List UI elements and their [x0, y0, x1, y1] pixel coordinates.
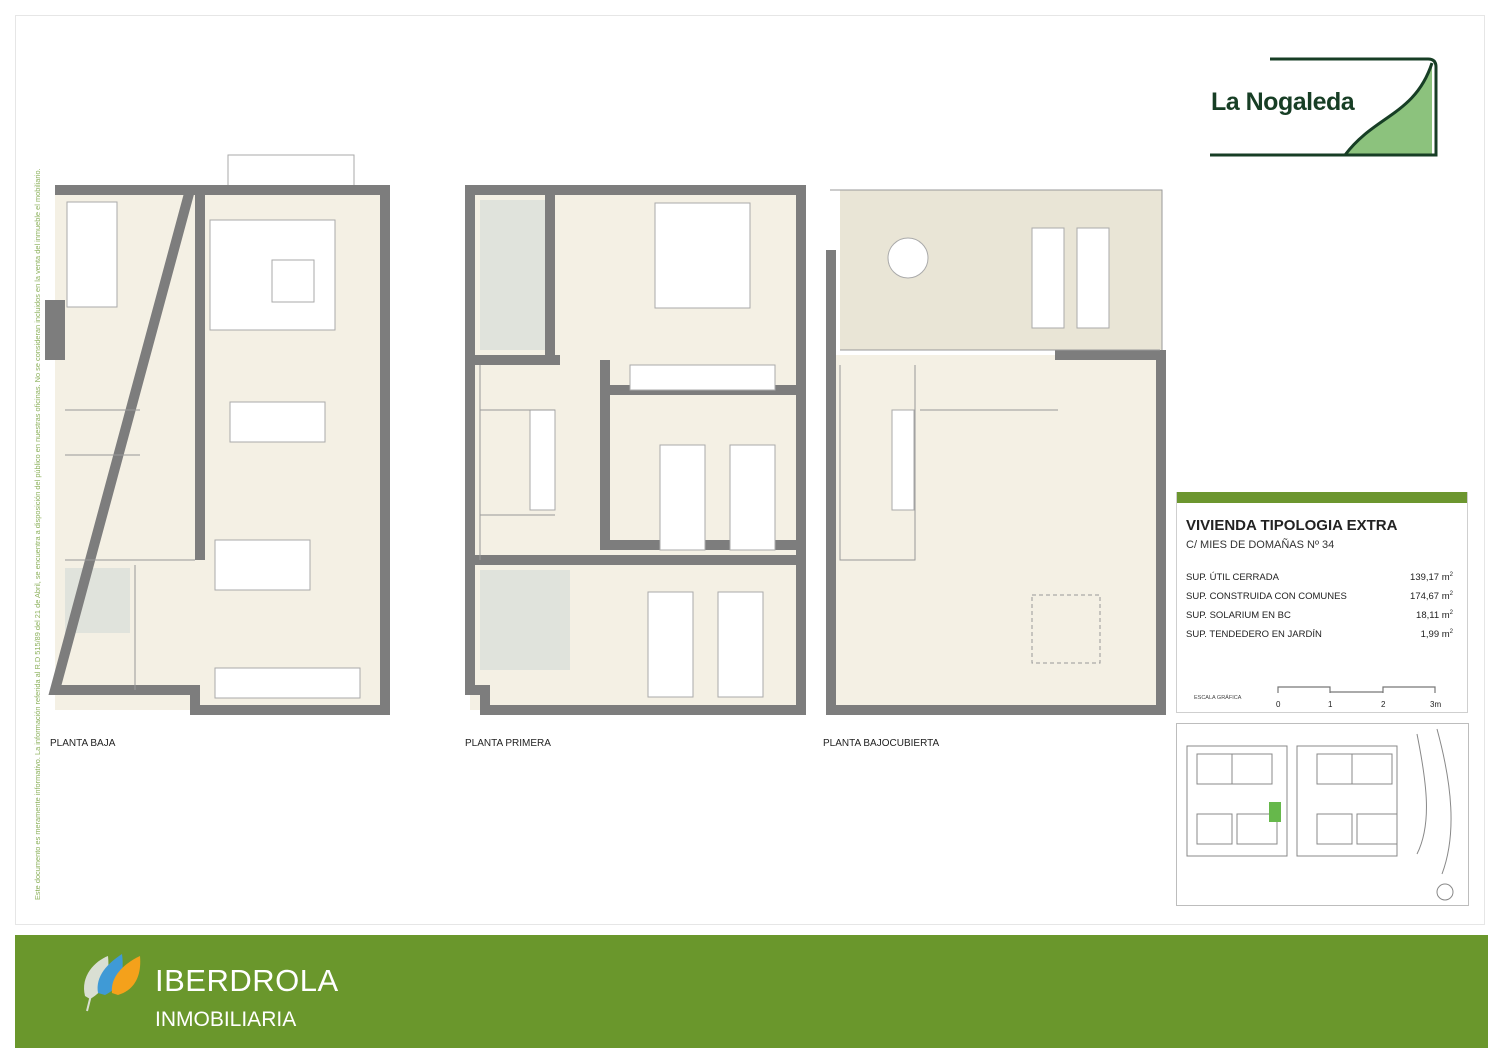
- area-label: SUP. ÚTIL CERRADA: [1186, 572, 1279, 583]
- plan-label-planta-primera: PLANTA PRIMERA: [465, 738, 551, 749]
- scale-bar: [1277, 686, 1436, 693]
- area-label: SUP. TENDEDERO EN JARDÍN: [1186, 629, 1322, 640]
- area-value: 1,99 m2: [1420, 629, 1453, 641]
- inmobiliaria-wordmark: INMOBILIARIA: [155, 1008, 297, 1031]
- area-value: 139,17 m2: [1410, 572, 1453, 584]
- site-location-map: [1176, 723, 1469, 906]
- scale-tick: 2: [1381, 700, 1386, 709]
- area-value: 174,67 m2: [1410, 591, 1453, 603]
- scale-tick: 0: [1276, 700, 1281, 709]
- area-row: SUP. SOLARIUM EN BC 18,11 m2: [1186, 610, 1453, 621]
- floor-plans: .w{fill:none;stroke:#7d7d7d;stroke-width…: [45, 154, 1166, 715]
- area-row: SUP. ÚTIL CERRADA 139,17 m2: [1186, 572, 1453, 583]
- plan-planta-baja: [45, 154, 390, 715]
- iberdrola-wordmark: IBERDROLA: [155, 963, 339, 998]
- area-label: SUP. CONSTRUIDA CON COMUNES: [1186, 591, 1347, 602]
- scale-tick: 1: [1328, 700, 1333, 709]
- info-panel: VIVIENDA TIPOLOGIA EXTRA C/ MIES DE DOMA…: [1176, 492, 1468, 713]
- area-value: 18,11 m2: [1416, 610, 1453, 622]
- scale-tick: 3m: [1430, 700, 1442, 709]
- address: C/ MIES DE DOMAÑAS Nº 34: [1186, 539, 1335, 551]
- la-nogaleda-logo: [1210, 57, 1438, 157]
- page-frame: [15, 15, 1485, 925]
- area-row: SUP. TENDEDERO EN JARDÍN 1,99 m2: [1186, 629, 1453, 640]
- footer-banner: IBERDROLA INMOBILIARIA: [15, 935, 1488, 1048]
- plan-planta-primera: [465, 185, 806, 715]
- scale-label: ESCALA GRÁFICA: [1194, 695, 1242, 701]
- site-plan-drawing: [1186, 728, 1454, 901]
- dwelling-type-title: VIVIENDA TIPOLOGIA EXTRA: [1186, 517, 1398, 534]
- area-row: SUP. CONSTRUIDA CON COMUNES 174,67 m2: [1186, 591, 1453, 602]
- la-nogaleda-logo-text: La Nogaleda: [1211, 88, 1355, 116]
- area-label: SUP. SOLARIUM EN BC: [1186, 610, 1291, 621]
- plan-planta-bajocubierta: [826, 189, 1166, 715]
- iberdrola-leaf-icon: [84, 954, 141, 1012]
- info-header-bar: [1177, 492, 1467, 503]
- plan-label-planta-baja: PLANTA BAJA: [50, 738, 116, 749]
- plan-label-planta-bajocubierta: PLANTA BAJOCUBIERTA: [823, 738, 940, 749]
